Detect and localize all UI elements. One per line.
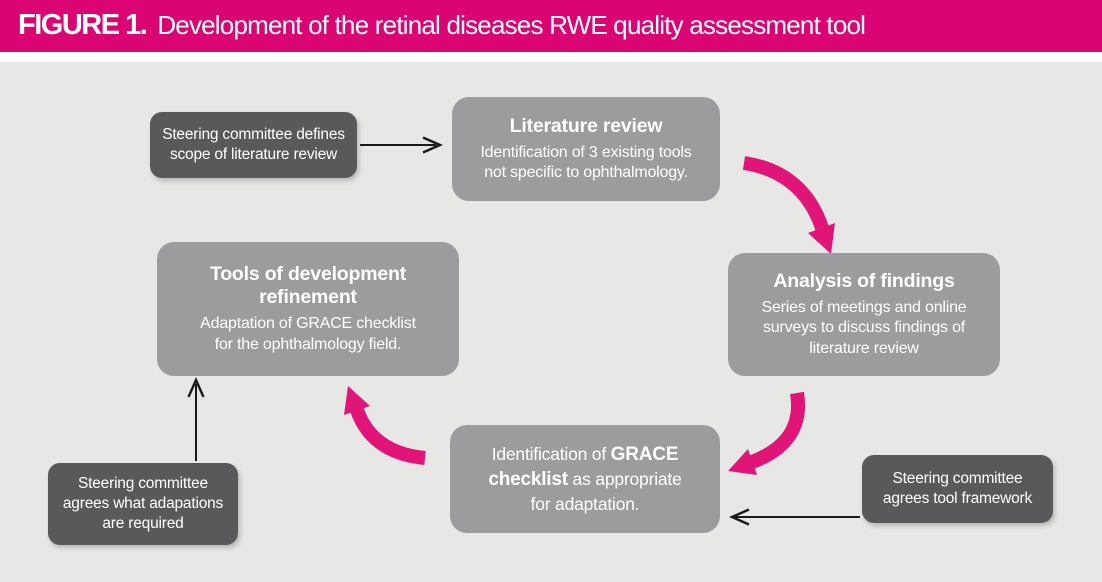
grace-text-post: as appropriate for adaptation. (530, 469, 682, 514)
curved-arrow-up-left-icon (344, 386, 426, 465)
box-literature-review-title: Literature review (509, 114, 663, 137)
box-analysis-findings-body: Series of meetings and online surveys to… (761, 299, 967, 357)
grace-text-pre: Identification of (491, 444, 611, 465)
diagram-canvas: Steering committee defines scope of lite… (0, 62, 1102, 582)
right-arrow-icon (360, 136, 443, 154)
box-tools-refinement-body: Adaptation of GRACE checklist for the op… (200, 315, 416, 353)
box-literature-review-body: Identification of 3 existing tools not s… (480, 143, 692, 181)
box-steering-scope-text: Steering committee defines scope of lite… (162, 125, 345, 163)
box-steering-adaptations-text: Steering committee agrees what adapation… (62, 474, 224, 533)
box-tools-refinement: Tools of development refinement Adaptati… (157, 242, 459, 376)
box-literature-review: Literature review Identification of 3 ex… (452, 97, 720, 201)
box-analysis-findings: Analysis of findings Series of meetings … (728, 253, 1000, 376)
box-grace-identification: Identification of GRACE checklist as app… (450, 425, 720, 533)
up-arrow-icon (187, 377, 205, 461)
box-steering-framework: Steering committee agrees tool framework (862, 455, 1053, 523)
curved-arrow-down-left-icon (728, 391, 805, 475)
figure-header: FIGURE 1. Development of the retinal dis… (0, 0, 1102, 52)
box-grace-identification-text: Identification of GRACE checklist as app… (488, 442, 681, 515)
grace-text-bold: GRACE checklist (488, 444, 679, 491)
box-tools-refinement-title: Tools of development refinement (209, 263, 407, 309)
figure-title: Development of the retinal diseases RWE … (157, 9, 866, 40)
curved-arrow-down-right-icon (742, 156, 835, 254)
left-arrow-icon (729, 508, 860, 526)
arrow-layer (187, 136, 860, 526)
box-steering-scope: Steering committee defines scope of lite… (150, 112, 357, 178)
box-analysis-findings-title: Analysis of findings (773, 270, 955, 293)
figure-label: FIGURE 1. (18, 8, 148, 41)
box-steering-adaptations: Steering committee agrees what adapation… (48, 463, 238, 545)
box-steering-framework-text: Steering committee agrees tool framework (882, 469, 1033, 507)
